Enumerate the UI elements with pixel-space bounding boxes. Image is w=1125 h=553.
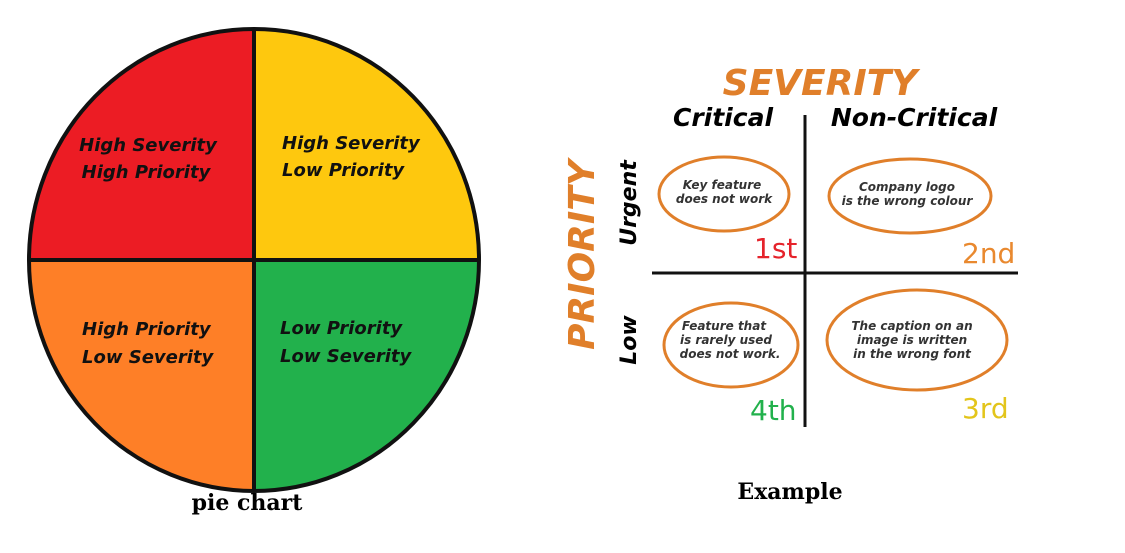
matrix-cell-noncritical-urgent: Company logo is the wrong colour 2nd xyxy=(827,157,1015,270)
pie-label-top-right-line1: High Severity xyxy=(282,133,421,154)
example-bubble xyxy=(662,301,800,389)
row-header-low: Low xyxy=(617,315,642,365)
example-text-line1: Feature that xyxy=(682,319,767,333)
rank-label: 4th xyxy=(750,394,797,427)
pie-quadrant-bottom-left xyxy=(29,260,254,491)
rank-label: 3rd xyxy=(962,392,1009,425)
example-text-line1: The caption on an xyxy=(851,319,972,333)
matrix-cell-critical-low: Feature that is rarely used does not wor… xyxy=(662,301,800,427)
example-text-line2: is rarely used xyxy=(680,333,772,347)
example-bubble xyxy=(657,155,791,233)
pie-quadrant-bottom-right xyxy=(254,260,479,491)
rank-label: 2nd xyxy=(962,237,1015,270)
pie-label-bottom-left-line2: Low Severity xyxy=(82,347,214,368)
pie-quadrant-top-right xyxy=(254,29,479,260)
severity-axis-title: SEVERITY xyxy=(723,63,922,104)
example-text-line1: Key feature xyxy=(683,178,762,192)
example-text-line2: image is written xyxy=(857,333,967,347)
severity-priority-matrix: SEVERITY PRIORITY Critical Non-Critical … xyxy=(562,63,1018,505)
example-text-line2: does not work xyxy=(676,192,773,206)
pie-caption: pie chart xyxy=(192,490,304,516)
column-header-non-critical: Non-Critical xyxy=(831,103,998,132)
row-header-urgent: Urgent xyxy=(617,159,642,246)
example-text-line1: Company logo xyxy=(859,180,955,194)
priority-axis-title: PRIORITY xyxy=(562,156,603,350)
matrix-cell-noncritical-low: The caption on an image is written in th… xyxy=(825,288,1009,425)
severity-priority-pie: High Severity High Priority High Severit… xyxy=(27,27,481,516)
example-text-line3: does not work. xyxy=(680,347,781,361)
example-text-line3: in the wrong font xyxy=(853,347,972,361)
matrix-caption: Example xyxy=(737,479,842,505)
column-header-critical: Critical xyxy=(673,103,773,132)
example-text-line2: is the wrong colour xyxy=(842,194,974,208)
rank-label: 1st xyxy=(754,232,797,265)
pie-quadrant-top-left xyxy=(29,29,254,260)
matrix-cell-critical-urgent: Key feature does not work 1st xyxy=(657,155,797,265)
pie-label-bottom-right-line1: Low Priority xyxy=(280,318,403,339)
pie-label-top-right-line2: Low Priority xyxy=(282,160,405,181)
pie-label-bottom-right-line2: Low Severity xyxy=(280,346,412,367)
pie-label-bottom-left-line1: High Priority xyxy=(82,319,212,340)
example-bubble xyxy=(825,288,1009,392)
example-bubble xyxy=(827,157,993,235)
pie-label-top-left-line1: High Severity xyxy=(79,135,218,156)
pie-label-top-left-line2: High Priority xyxy=(82,162,212,183)
